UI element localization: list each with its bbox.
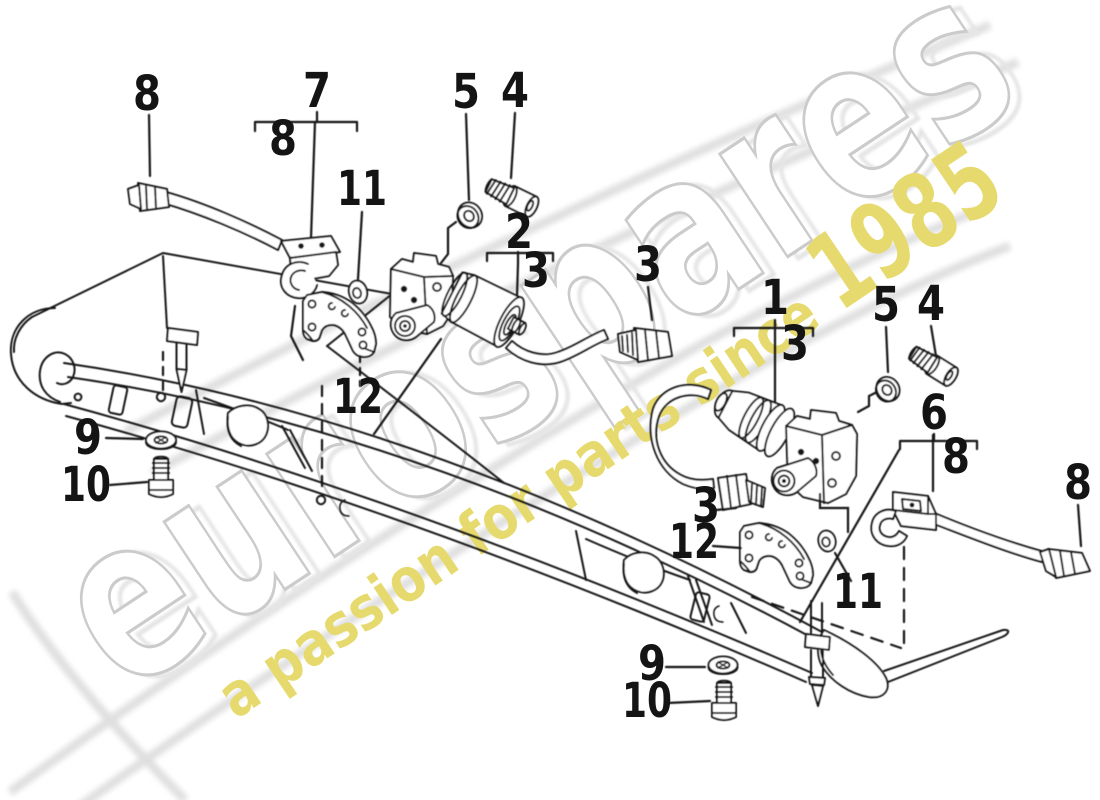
screw-4-left [484,178,540,218]
screw-10-left [148,455,174,498]
motor-2-left [440,271,527,348]
washer-5-right [856,375,901,414]
switch-6-right [870,491,937,548]
part-label: 11 [337,161,387,217]
screw-10-right [711,679,737,721]
drawing-layer [9,110,1091,721]
washer-11-left [347,279,369,305]
part-label: 2 [505,204,533,260]
catch-assembly-left [127,182,341,362]
motor-1-right [713,389,796,458]
screw-4-right [908,345,959,387]
part-label: 3 [522,243,550,299]
part-label: 3 [781,316,809,372]
part-label: 1 [761,270,789,326]
bracket-12-left [302,291,377,358]
swoosh-arcs [7,20,1020,800]
connector-8-right [1039,548,1091,579]
part-label: 4 [501,63,529,119]
latch-assembly-2-left [372,220,673,436]
part-label: 3 [634,237,662,293]
part-label: 12 [669,514,719,570]
part-label: 10 [622,673,672,729]
part-label: 8 [1064,455,1092,511]
part-label: 12 [333,369,383,425]
labels-layer: 8 7 8 11 5 4 2 3 3 12 9 10 1 3 5 4 6 8 8… [61,63,1092,729]
part-label: 10 [61,457,111,513]
part-label: 9 [74,410,102,466]
connector-3-mid [617,327,673,363]
part-label: 11 [833,564,883,620]
washer-11-right [817,529,837,553]
part-label: 4 [917,276,945,332]
washer-5-left [456,201,484,230]
part-label: 5 [872,277,900,333]
washer-9-right [707,655,739,675]
part-label: 8 [942,429,970,485]
locating-pin-left [155,255,199,403]
part-label: 3 [692,478,720,534]
switch-assembly-right [750,433,1091,650]
part-label: 6 [920,385,948,441]
leader-lines [104,110,1083,705]
connector-8-left [127,182,170,212]
latch-assembly-1-right [649,320,858,534]
part-label: 7 [303,63,331,119]
connector-3-right [717,473,766,511]
locating-pin-right [804,600,831,707]
part-label: 8 [269,111,297,167]
bracket-12-right [739,522,814,589]
washer-9-left [145,430,177,450]
part-label: 9 [638,636,666,692]
part-label: 8 [133,66,161,122]
part-label: 5 [452,64,480,120]
catch-7-left [280,235,341,300]
